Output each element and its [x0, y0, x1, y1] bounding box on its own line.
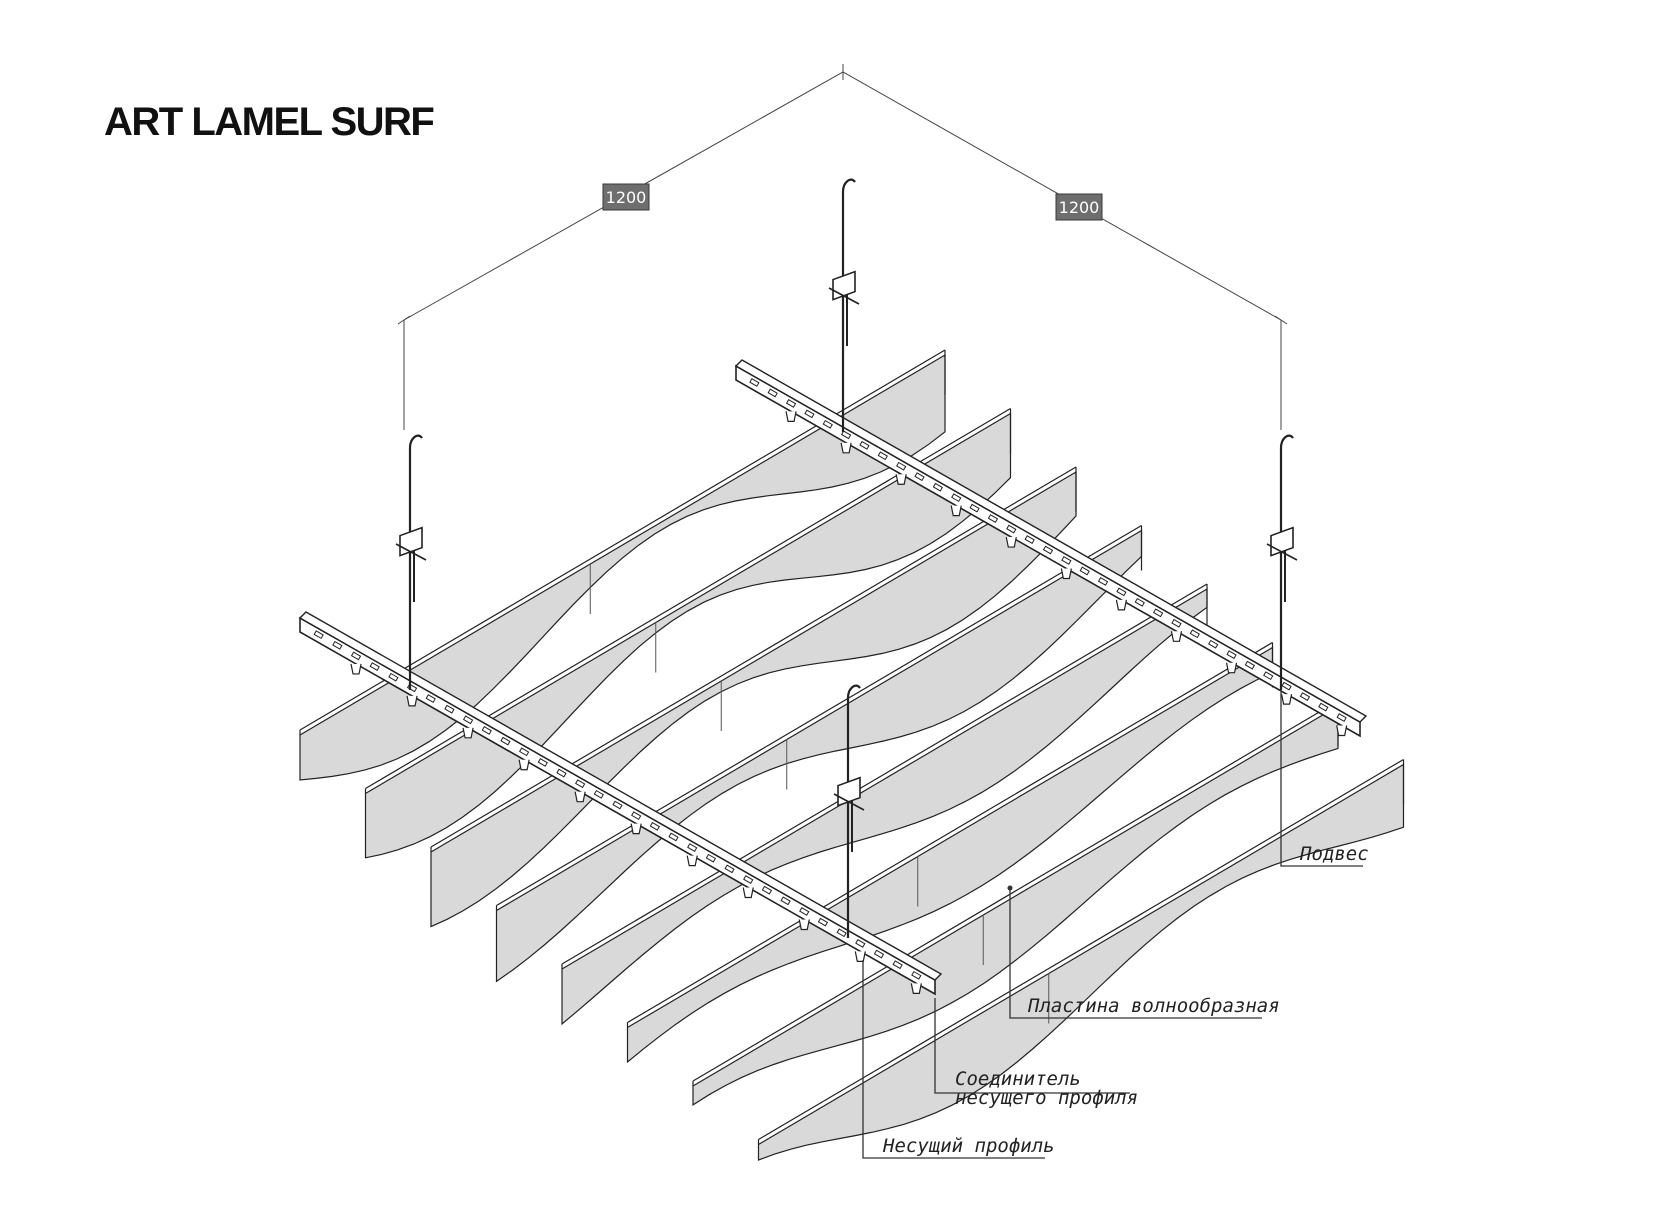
svg-text:Подвес: Подвес	[1299, 843, 1369, 865]
hanger-back	[828, 178, 860, 432]
callout-carrier-profile: Несущий профиль	[862, 960, 1055, 1159]
svg-text:1200: 1200	[606, 188, 647, 207]
callout-wave-panel: Пластина волнообразная	[1007, 885, 1280, 1019]
wave-panel	[495, 524, 1143, 983]
svg-text:несущего профиля: несущего профиля	[955, 1087, 1138, 1109]
callout-hanger: Подвес	[1280, 690, 1369, 867]
svg-text:1200: 1200	[1059, 198, 1100, 217]
wave-panel	[692, 700, 1339, 1106]
dimension-lines	[397, 64, 1288, 430]
carrier-profiles	[298, 359, 1368, 996]
hangers	[395, 178, 1298, 938]
hanger-right	[1266, 434, 1298, 690]
carrier-profile-front	[298, 611, 943, 996]
svg-text:Пластина волнообразная: Пластина волнообразная	[1027, 995, 1280, 1017]
svg-text:Несущий профиль: Несущий профиль	[882, 1135, 1055, 1157]
hanger-front	[833, 684, 865, 938]
wave-panel	[430, 466, 1077, 928]
wave-panel	[757, 758, 1405, 1161]
svg-text:Соединитель: Соединитель	[955, 1068, 1081, 1090]
dimension-badge-right: 1200	[1055, 193, 1103, 221]
hanger-left	[395, 434, 427, 690]
product-title: ART LAMEL SURF	[104, 100, 435, 144]
wave-panels	[299, 349, 1405, 1161]
dimension-badge-left: 1200	[602, 183, 650, 211]
carrier-profile-back	[734, 359, 1368, 738]
wave-panel	[299, 349, 946, 781]
callout-connector: Соединитель несущего профиля	[934, 998, 1138, 1109]
